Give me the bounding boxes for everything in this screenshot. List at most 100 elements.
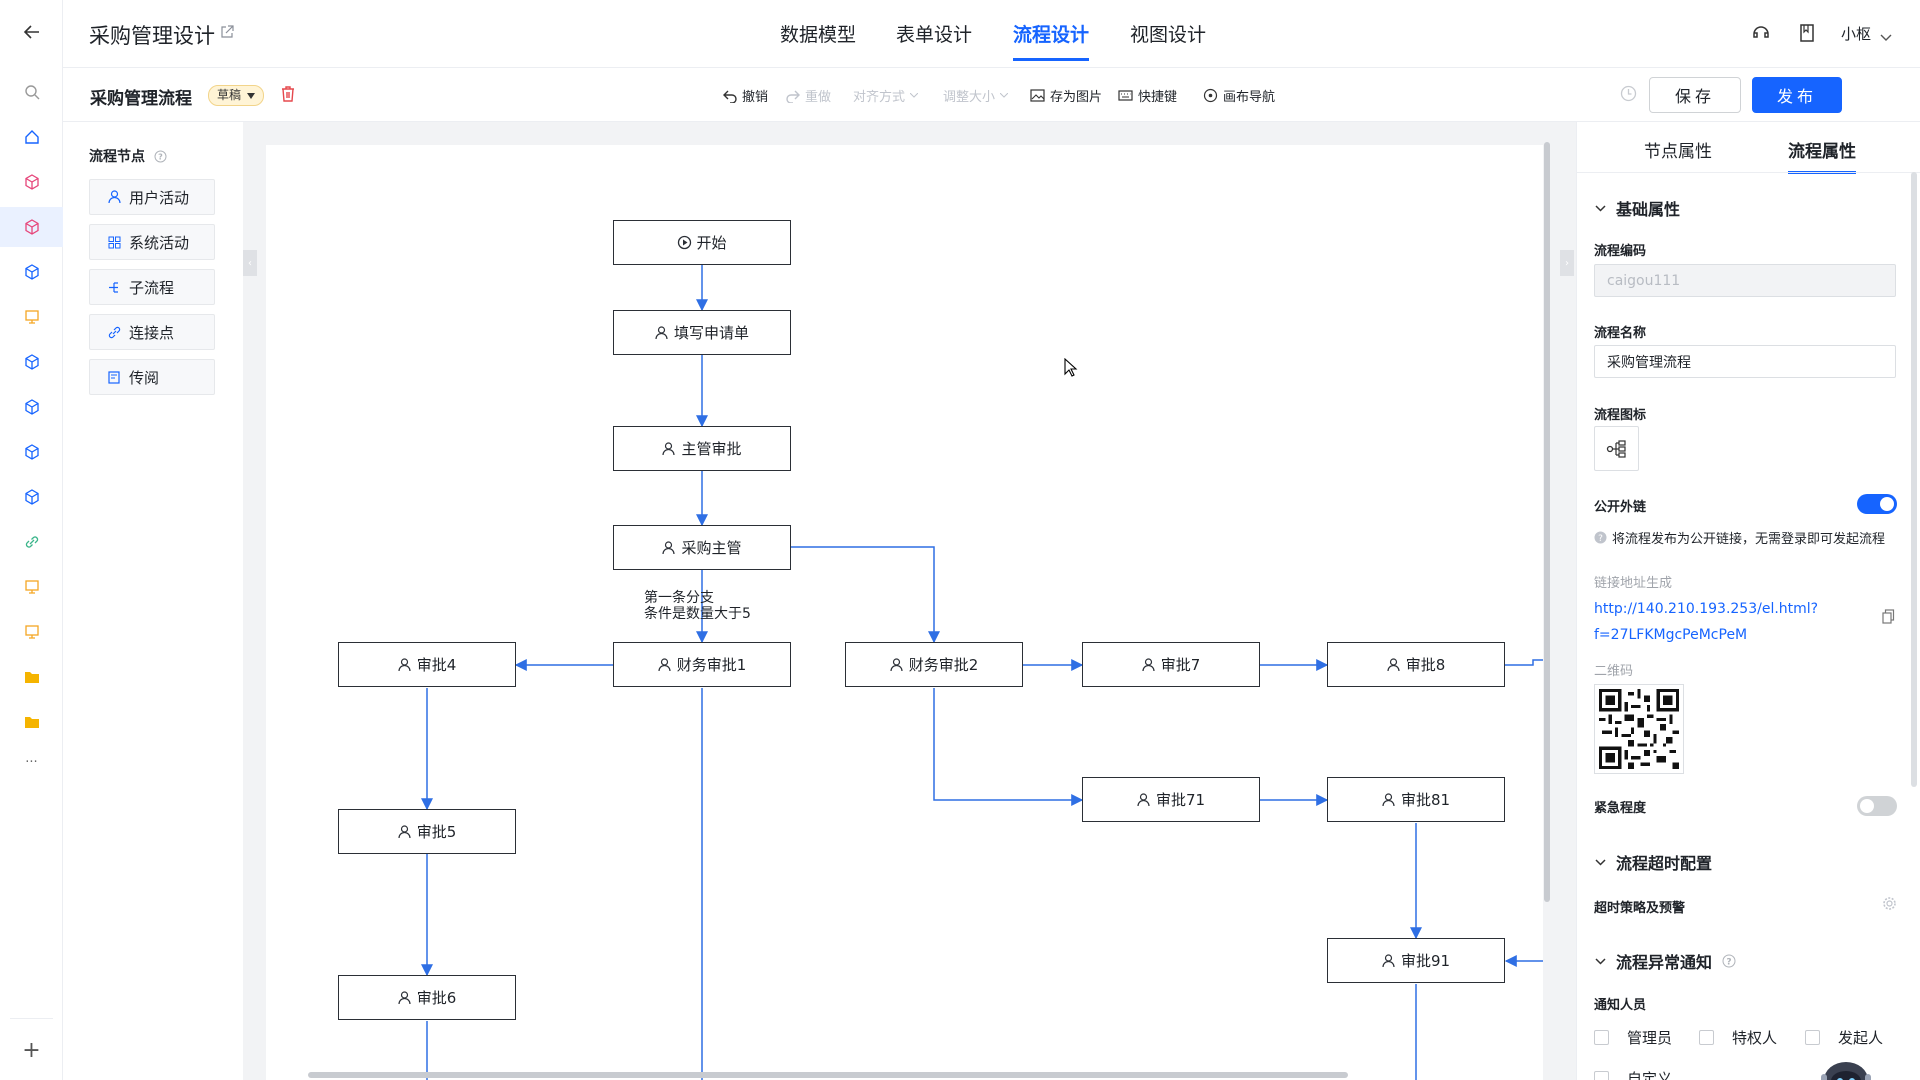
canvas-horizontal-scrollbar[interactable]	[308, 1072, 1348, 1078]
align-dropdown[interactable]: 对齐方式	[853, 86, 919, 105]
section-timeout[interactable]: 流程超时配置	[1595, 850, 1712, 874]
flow-canvas[interactable]: 开始 填写申请单 主管审批 采购主管 第一条分支 条件是数量大于5 财务审批1 …	[266, 145, 1543, 1080]
tab-node-properties[interactable]: 节点属性	[1644, 142, 1712, 162]
node-approval-91[interactable]: 审批91	[1327, 938, 1505, 983]
node-approval-7[interactable]: 审批7	[1082, 642, 1260, 687]
help-icon[interactable]: ?	[1722, 954, 1736, 968]
node-approval-8[interactable]: 审批8	[1327, 642, 1505, 687]
tab-flow-properties[interactable]: 流程属性	[1788, 137, 1856, 174]
node-approval-5[interactable]: 审批5	[338, 809, 516, 854]
redo-label: 重做	[805, 90, 832, 105]
cube-icon[interactable]	[0, 162, 63, 202]
tab-form-design[interactable]: 表单设计	[896, 24, 973, 46]
save-image-button[interactable]: 存为图片	[1030, 86, 1102, 105]
link-icon[interactable]	[0, 522, 63, 562]
node-approval-6[interactable]: 审批6	[338, 975, 516, 1020]
palette-item-connector[interactable]: 连接点	[89, 314, 215, 350]
canvas-nav-button[interactable]: 画布导航	[1203, 86, 1275, 105]
plus-icon[interactable]: +	[22, 1037, 41, 1063]
checkbox-custom[interactable]: 自定义	[1594, 1068, 1672, 1080]
undo-button[interactable]: 撤销	[723, 86, 768, 105]
node-approval-71[interactable]: 审批71	[1082, 777, 1260, 822]
save-button[interactable]: 保存	[1649, 77, 1741, 113]
checkbox-admin[interactable]: 管理员	[1594, 1027, 1672, 1048]
cube-icon[interactable]	[0, 477, 63, 517]
align-label: 对齐方式	[853, 90, 906, 105]
section-basic[interactable]: 基础属性	[1595, 196, 1680, 220]
folder-icon[interactable]	[0, 657, 63, 697]
node-fill-application[interactable]: 填写申请单	[613, 310, 791, 355]
headset-icon[interactable]	[1751, 23, 1771, 47]
cube-icon[interactable]	[0, 432, 63, 472]
node-finance-approval-2[interactable]: 财务审批2	[845, 642, 1023, 687]
app-title: 采购管理设计	[89, 24, 215, 48]
copy-icon[interactable]	[1882, 609, 1895, 628]
home-icon[interactable]	[0, 117, 63, 157]
more-icon[interactable]: ···	[25, 754, 38, 770]
delete-icon[interactable]	[280, 85, 296, 107]
canvas-vertical-scrollbar[interactable]	[1544, 142, 1550, 902]
palette-item-subprocess[interactable]: 子流程	[89, 269, 215, 305]
node-purchase-manager[interactable]: 采购主管	[613, 525, 791, 570]
chevron-down-icon	[1595, 858, 1606, 866]
folder-icon[interactable]	[0, 702, 63, 742]
cube-icon[interactable]	[0, 387, 63, 427]
checkbox-privileged[interactable]: 特权人	[1699, 1027, 1777, 1048]
tab-data-model[interactable]: 数据模型	[780, 24, 857, 46]
assistant-robot-icon[interactable]	[1819, 1052, 1873, 1080]
node-finance-approval-1[interactable]: 财务审批1	[613, 642, 791, 687]
checkbox-box[interactable]	[1699, 1030, 1714, 1045]
name-field[interactable]: 采购管理流程	[1594, 345, 1896, 378]
cube-icon[interactable]	[0, 252, 63, 292]
name-label: 流程名称	[1594, 326, 1647, 341]
external-link-icon[interactable]	[220, 24, 234, 43]
node-approval-81[interactable]: 审批81	[1327, 777, 1505, 822]
tab-flow-design[interactable]: 流程设计	[1013, 20, 1090, 61]
user-name[interactable]: 小枢	[1841, 25, 1872, 43]
redo-button[interactable]: 重做	[786, 86, 831, 105]
shortcuts-button[interactable]: 快捷键	[1118, 86, 1177, 105]
branch-condition-label: 第一条分支 条件是数量大于5	[644, 590, 751, 622]
monitor-icon[interactable]	[0, 612, 63, 652]
panel-scrollbar[interactable]	[1911, 172, 1917, 787]
book-icon[interactable]	[1799, 23, 1815, 47]
node-start[interactable]: 开始	[613, 220, 791, 265]
node-label: 审批71	[1155, 791, 1206, 809]
checkbox-initiator[interactable]: 发起人	[1805, 1027, 1883, 1048]
search-icon[interactable]	[0, 72, 63, 112]
node-approval-4[interactable]: 审批4	[338, 642, 516, 687]
user-icon	[108, 190, 121, 204]
chevron-down-icon[interactable]	[1880, 27, 1892, 46]
public-link-hint-text: 将流程发布为公开链接，无需登录即可发起流程	[1612, 532, 1886, 547]
back-arrow-icon[interactable]	[0, 12, 63, 52]
checkbox-label: 发起人	[1838, 1029, 1884, 1047]
cube-icon[interactable]	[0, 342, 63, 382]
publish-button[interactable]: 发布	[1752, 77, 1842, 113]
palette-item-circulate[interactable]: 传阅	[89, 359, 215, 395]
cube-icon[interactable]	[0, 207, 63, 247]
collapse-left-handle[interactable]: ‹	[243, 250, 257, 276]
status-badge[interactable]: 草稿	[208, 85, 265, 106]
checkbox-box[interactable]	[1805, 1030, 1820, 1045]
checkbox-box[interactable]	[1594, 1030, 1609, 1045]
checkbox-box[interactable]	[1594, 1071, 1609, 1080]
collapse-right-handle[interactable]: ›	[1560, 250, 1574, 276]
node-supervisor-approval[interactable]: 主管审批	[613, 426, 791, 471]
urgency-toggle[interactable]	[1857, 796, 1897, 816]
help-icon[interactable]: ?	[154, 150, 167, 163]
tab-view-design[interactable]: 视图设计	[1130, 24, 1207, 46]
flow-icon-picker[interactable]	[1594, 426, 1639, 471]
palette-item-system-activity[interactable]: 系统活动	[89, 224, 215, 260]
monitor-icon[interactable]	[0, 297, 63, 337]
settings-gear-icon[interactable]	[1882, 896, 1897, 915]
edge	[1505, 659, 1543, 666]
section-notify[interactable]: 流程异常通知 ?	[1595, 949, 1736, 973]
resize-dropdown[interactable]: 调整大小	[943, 86, 1009, 105]
public-link-url[interactable]: http://140.210.193.253/el.html? f=27LFKM…	[1594, 596, 1818, 648]
palette-item-user-activity[interactable]: 用户活动	[89, 179, 215, 215]
public-link-toggle[interactable]	[1857, 494, 1897, 514]
node-label: 财务审批1	[676, 656, 747, 674]
monitor-icon[interactable]	[0, 567, 63, 607]
section-notify-label: 流程异常通知	[1616, 953, 1713, 972]
clock-icon[interactable]	[1620, 85, 1637, 106]
